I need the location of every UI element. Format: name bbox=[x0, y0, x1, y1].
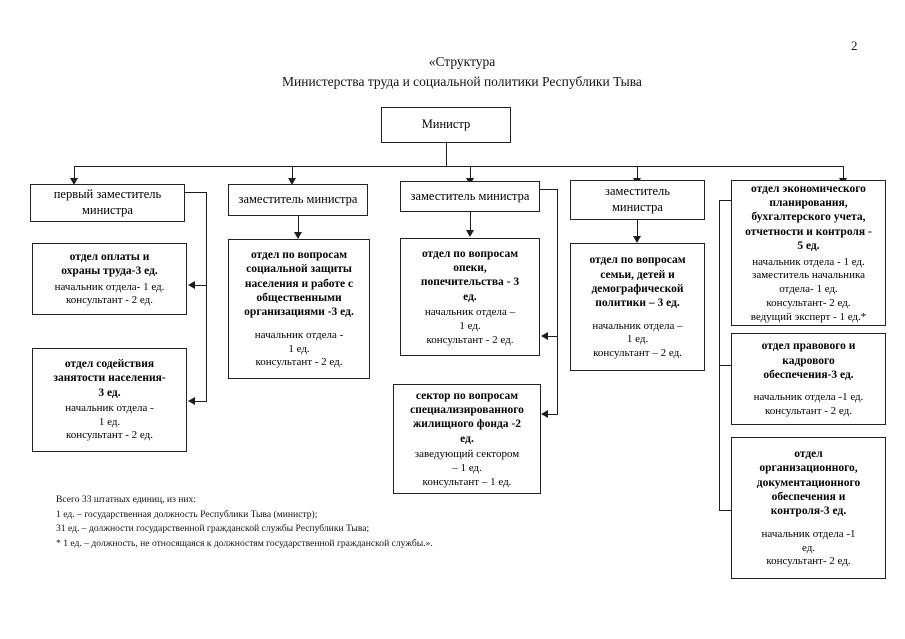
node-legal-hr[interactable]: отдел правового и кадрового обеспечения-… bbox=[731, 333, 886, 425]
connector-first-deputy-branch-1 bbox=[195, 285, 207, 287]
connector-first-deputy-branch-2 bbox=[195, 401, 207, 403]
node-employment-promotion-body: начальник отдела - 1 ед. консультант - 2… bbox=[65, 401, 154, 442]
connector-deputy-3-branch-2 bbox=[548, 414, 558, 416]
node-legal-hr-head: отдел правового и кадрового обеспечения-… bbox=[761, 340, 856, 381]
node-guardianship-body: начальник отдела – 1 ед. консультант - 2… bbox=[424, 306, 516, 346]
connector-deputy-3-branch-1 bbox=[548, 336, 558, 338]
title-line-2: Министерства труда и социальной политики… bbox=[282, 73, 642, 89]
footnotes: Всего 33 штатных единиц, из них: 1 ед. –… bbox=[56, 493, 433, 551]
connector-deputy-3-stem bbox=[470, 212, 472, 235]
page-number: 2 bbox=[851, 38, 858, 53]
node-social-protection-body: начальник отдела - 1 ед. консультант - 2… bbox=[254, 328, 344, 369]
node-social-protection-head: отдел по вопросам социальной защиты насе… bbox=[244, 248, 354, 319]
arrow-down-icon-2 bbox=[288, 178, 296, 185]
node-family-children-demography[interactable]: отдел по вопросам семьи, детей и демогра… bbox=[570, 243, 705, 371]
connector-deputy-4-stem bbox=[637, 220, 639, 242]
connector-drop-2 bbox=[292, 166, 294, 180]
connector-drop-5 bbox=[843, 166, 845, 180]
node-payment-labor-protection-body: начальник отдела- 1 ед. консультант - 2 … bbox=[54, 280, 165, 307]
connector-deputy-3-spine bbox=[557, 189, 559, 415]
footnote-line-2: 1 ед. – государственная должность Респуб… bbox=[56, 508, 318, 520]
node-guardianship[interactable]: отдел по вопросам опеки, попечительства … bbox=[400, 238, 540, 356]
connector-first-deputy-stub bbox=[185, 192, 207, 194]
connector-right-branch-2 bbox=[719, 365, 732, 367]
node-family-children-demography-head: отдел по вопросам семьи, детей и демогра… bbox=[589, 254, 686, 310]
connector-right-spine bbox=[719, 200, 721, 510]
connector-right-branch-3 bbox=[719, 510, 732, 512]
node-payment-labor-protection-head: отдел оплаты и охраны труда-3 ед. bbox=[61, 250, 158, 278]
node-economic-planning-body: начальник отдела - 1 ед. заместитель нач… bbox=[750, 255, 867, 323]
node-deputy-2[interactable]: заместитель министра bbox=[228, 184, 368, 216]
node-family-children-demography-body: начальник отдела – 1 ед. консультант – 2… bbox=[592, 319, 683, 360]
node-specialized-housing-sector-body: заведующий сектором – 1 ед. консультант … bbox=[414, 448, 520, 488]
node-payment-labor-protection[interactable]: отдел оплаты и охраны труда-3 ед. началь… bbox=[32, 243, 187, 315]
connector-right-branch-1 bbox=[719, 200, 732, 202]
connector-drop-4 bbox=[637, 166, 639, 180]
connector-root-stem bbox=[446, 143, 448, 166]
arrow-left-icon-1 bbox=[188, 281, 195, 289]
arrow-down-icon-8 bbox=[633, 236, 641, 243]
node-minister-label: Министр bbox=[421, 117, 471, 132]
node-deputy-3[interactable]: заместитель министра bbox=[400, 181, 540, 212]
arrow-down-icon-1 bbox=[70, 178, 78, 185]
node-specialized-housing-sector[interactable]: сектор по вопросам специализированного ж… bbox=[393, 384, 541, 494]
node-social-protection[interactable]: отдел по вопросам социальной защиты насе… bbox=[228, 239, 370, 379]
footnote-line-3: 31 ед. – должности государственной гражд… bbox=[56, 523, 370, 535]
footnote-line-4: * 1 ед. – должность, не относящаяся к до… bbox=[56, 537, 433, 549]
connector-distribution-bar bbox=[74, 166, 844, 168]
arrow-down-icon-6 bbox=[294, 232, 302, 239]
node-economic-planning-head: отдел экономического планирования, бухга… bbox=[745, 182, 872, 253]
page-title: «Структура Министерства труда и социальн… bbox=[222, 52, 702, 91]
connector-deputy-3-stub bbox=[540, 189, 558, 191]
arrow-left-icon-4 bbox=[541, 410, 548, 418]
node-deputy-2-label: заместитель министра bbox=[238, 192, 358, 207]
node-minister[interactable]: Министр bbox=[381, 107, 511, 143]
node-specialized-housing-sector-head: сектор по вопросам специализированного ж… bbox=[410, 389, 524, 445]
arrow-left-icon-3 bbox=[541, 332, 548, 340]
node-employment-promotion[interactable]: отдел содействия занятости населения- 3 … bbox=[32, 348, 187, 452]
node-guardianship-head: отдел по вопросам опеки, попечительства … bbox=[420, 247, 520, 303]
node-economic-planning[interactable]: отдел экономического планирования, бухга… bbox=[731, 180, 886, 326]
node-deputy-4-label: заместитель министра bbox=[605, 184, 670, 214]
connector-deputy-2-stem bbox=[298, 216, 300, 238]
footnote-line-1: Всего 33 штатных единиц, из них: bbox=[56, 494, 196, 505]
arrow-down-icon-7 bbox=[466, 230, 474, 237]
node-first-deputy[interactable]: первый заместитель министра bbox=[30, 184, 185, 222]
node-deputy-4[interactable]: заместитель министра bbox=[570, 180, 705, 220]
connector-first-deputy-spine bbox=[206, 192, 208, 402]
title-line-1: «Структура bbox=[428, 54, 496, 69]
node-employment-promotion-head: отдел содействия занятости населения- 3 … bbox=[53, 357, 166, 399]
connector-drop-3 bbox=[470, 166, 472, 180]
arrow-left-icon-2 bbox=[188, 397, 195, 405]
node-legal-hr-body: начальник отдела -1 ед. консультант - 2 … bbox=[753, 391, 864, 418]
node-first-deputy-label: первый заместитель министра bbox=[53, 187, 162, 217]
node-organizational-documentation-body: начальник отдела -1 ед. консультант- 2 е… bbox=[761, 527, 856, 568]
connector-drop-1 bbox=[74, 166, 76, 180]
node-deputy-3-label: заместитель министра bbox=[410, 188, 530, 203]
node-organizational-documentation-head: отдел организационного, документационног… bbox=[756, 447, 861, 518]
node-organizational-documentation[interactable]: отдел организационного, документационног… bbox=[731, 437, 886, 579]
